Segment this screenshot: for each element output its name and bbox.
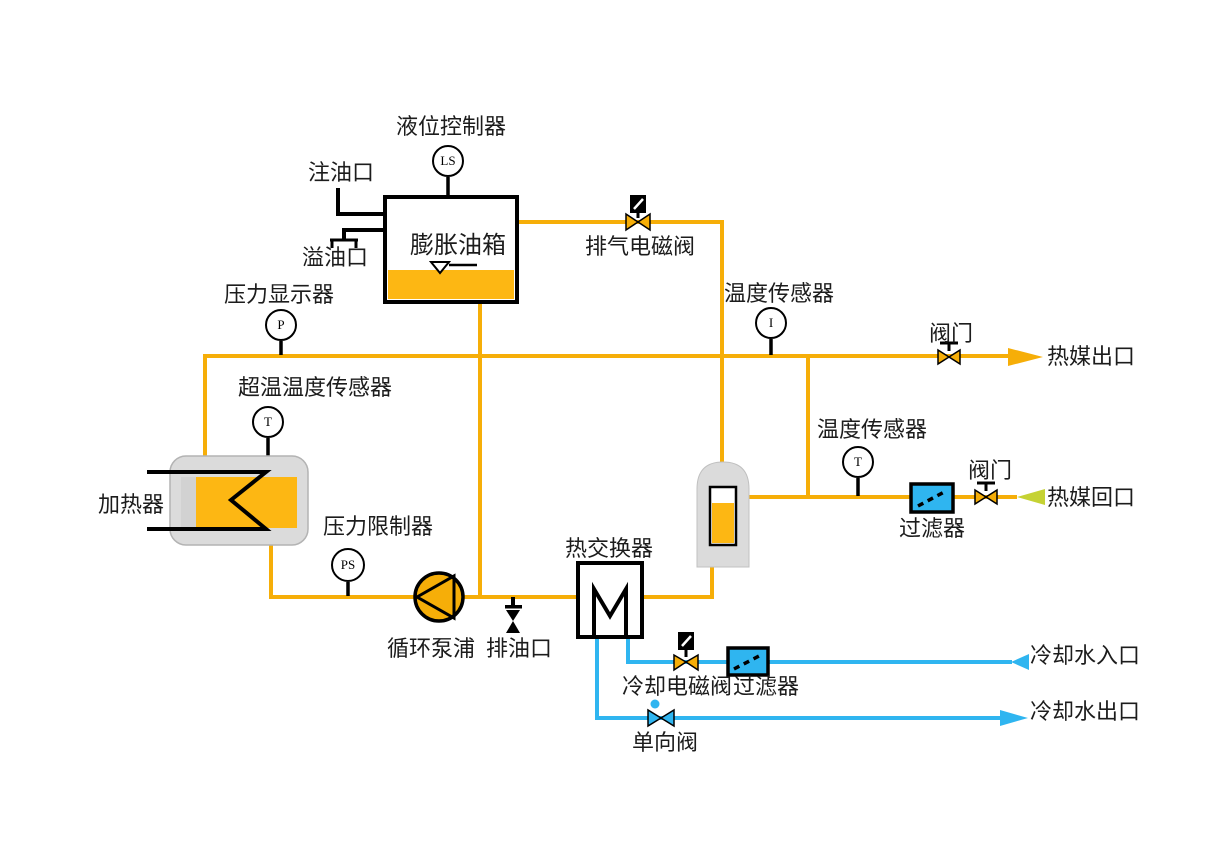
label-valve-top: 阀门 [929, 321, 974, 346]
label-circulation-pump: 循环泵浦 [387, 636, 476, 661]
label-hot-medium-outlet: 热媒出口 [1047, 344, 1136, 369]
label-overtemp-sensor: 超温温度传感器 [238, 375, 393, 400]
temp-indicator-instrument: I [755, 307, 787, 339]
hx-outlet-pipe [641, 565, 714, 599]
cooling-outlet-arrow [1000, 710, 1028, 726]
hot-return-arrow [1017, 489, 1045, 505]
label-valve-right: 阀门 [968, 458, 1013, 483]
return-temp-instrument: T [842, 446, 874, 478]
heater-oil-band [181, 477, 297, 528]
label-pressure-limiter: 压力限制器 [323, 514, 434, 539]
overflow-funnel [330, 238, 358, 248]
label-expansion-tank: 膨胀油箱 [410, 233, 506, 259]
pressure-display-instrument: P [265, 309, 297, 341]
label-filter-bottom: 过滤器 [733, 674, 800, 699]
label-pressure-display: 压力显示器 [224, 282, 335, 307]
hot-outlet-arrow [1008, 348, 1043, 366]
label-filter-right: 过滤器 [899, 516, 966, 541]
fill-port-pipe [336, 188, 386, 216]
circulation-pump-icon [413, 571, 465, 623]
instrument-stems [266, 177, 860, 596]
return-valve-icon [974, 481, 998, 506]
oil-fills [181, 477, 738, 547]
separator-oil-level [712, 503, 734, 543]
check-valve-icon [647, 699, 675, 728]
heater-element [147, 470, 272, 531]
label-oil-overflow-port: 溢油口 [302, 245, 369, 270]
label-heat-exchanger: 热交换器 [565, 536, 654, 561]
label-temp-sensor-top: 温度传感器 [724, 281, 835, 306]
label-oil-drain-port: 排油口 [486, 636, 553, 661]
heat-exchanger-symbol [576, 561, 644, 639]
label-cooling-water-outlet: 冷却水出口 [1030, 699, 1141, 724]
level-switch-instrument: LS [432, 145, 464, 177]
cooling-filter-icon [726, 646, 770, 677]
cooling-outlet-pipe [595, 635, 1001, 720]
label-cooling-water-inlet: 冷却水入口 [1030, 643, 1141, 668]
cooling-solenoid-icon [673, 632, 699, 672]
overflow-pipe [342, 228, 386, 239]
label-check-valve: 单向阀 [632, 730, 699, 755]
oil-drain-valve-icon [505, 597, 522, 633]
return-filter-icon [909, 482, 955, 514]
cooling-inlet-arrow [1011, 654, 1029, 670]
label-hot-medium-return: 热媒回口 [1047, 485, 1136, 510]
pressure-switch-instrument: PS [331, 548, 365, 582]
expansion-tank-oil [388, 270, 514, 299]
label-temp-sensor-right: 温度传感器 [817, 417, 928, 442]
overtemp-sensor-instrument: T [252, 406, 284, 438]
expansion-tank [383, 195, 519, 304]
label-cooling-solenoid: 冷却电磁阀 [622, 674, 733, 699]
oil-pipes [203, 220, 1017, 599]
label-oil-fill-port: 注油口 [308, 160, 375, 185]
cooling-inlet-pipe [626, 635, 1012, 664]
outlet-valve-icon [937, 341, 961, 366]
vent-solenoid-icon [625, 195, 651, 232]
heater-gray-strip [181, 477, 196, 528]
vent-pipe [516, 220, 724, 356]
label-vent-solenoid: 排气电磁阀 [585, 234, 696, 259]
label-heater: 加热器 [98, 492, 165, 517]
level-mark-icon [428, 261, 452, 275]
label-level-controller: 液位控制器 [396, 114, 507, 139]
water-pipes [595, 635, 1012, 720]
